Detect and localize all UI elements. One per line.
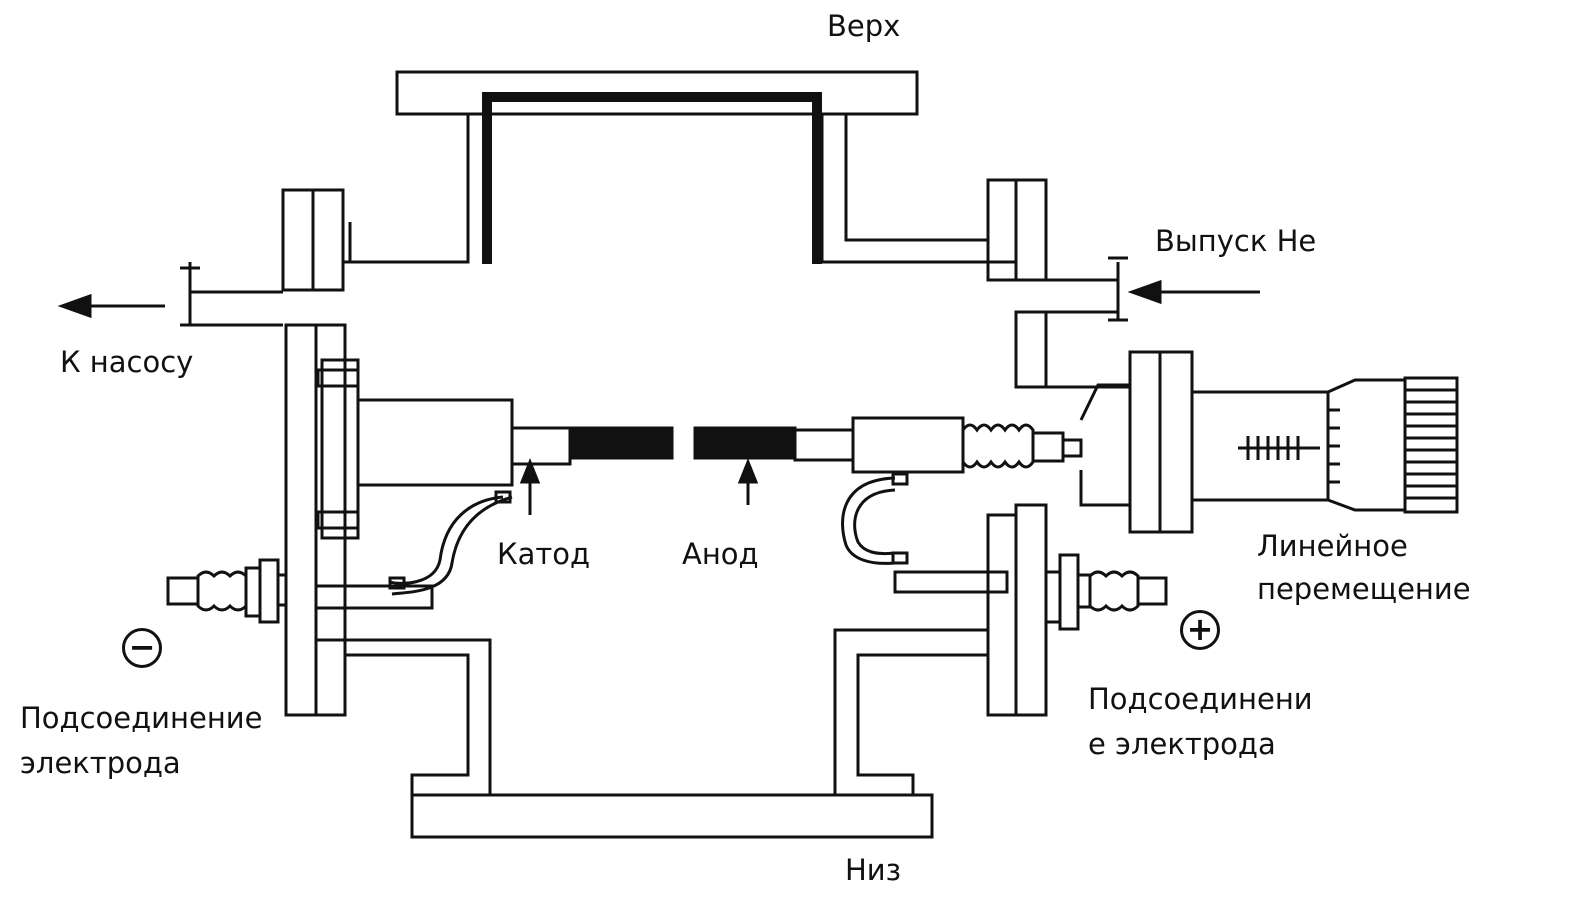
cathode-holder <box>314 358 674 610</box>
left-electrode-label-line2: электрода <box>20 746 181 780</box>
he-inlet-label: Выпуск Не <box>1155 224 1317 258</box>
linear-motion-label-line1: Линейное <box>1257 529 1408 563</box>
top-flange <box>348 70 1015 264</box>
left-feedthrough <box>166 558 288 624</box>
positive-terminal-icon: + <box>1180 610 1220 650</box>
linear-motion-drive <box>1079 350 1459 534</box>
right-electrode-label-line2: е электрода <box>1088 727 1276 761</box>
anode <box>693 416 1083 594</box>
he-inlet-arrow <box>1127 279 1260 305</box>
pump-label: К насосу <box>60 345 194 379</box>
negative-terminal-icon: − <box>122 628 162 668</box>
pump-arrow <box>57 293 165 319</box>
bottom-label: Низ <box>845 853 902 887</box>
anode-label: Анод <box>682 537 759 571</box>
right-upper-flange <box>986 178 1130 389</box>
linear-motion-label-line2: перемещение <box>1257 572 1471 606</box>
left-upper-flange <box>281 188 468 292</box>
bottom-flange <box>410 793 934 839</box>
anode-arrow <box>737 457 759 505</box>
right-electrode-label-line1: Подсоединени <box>1088 682 1313 716</box>
pump-outlet-pipe <box>180 262 283 327</box>
top-label: Верх <box>827 9 901 43</box>
cathode-arrow <box>519 457 541 515</box>
cathode-label: Катод <box>497 537 591 571</box>
left-electrode-label-line1: Подсоединение <box>20 701 263 735</box>
right-feedthrough <box>1044 553 1168 631</box>
left-side-flange <box>284 323 492 795</box>
